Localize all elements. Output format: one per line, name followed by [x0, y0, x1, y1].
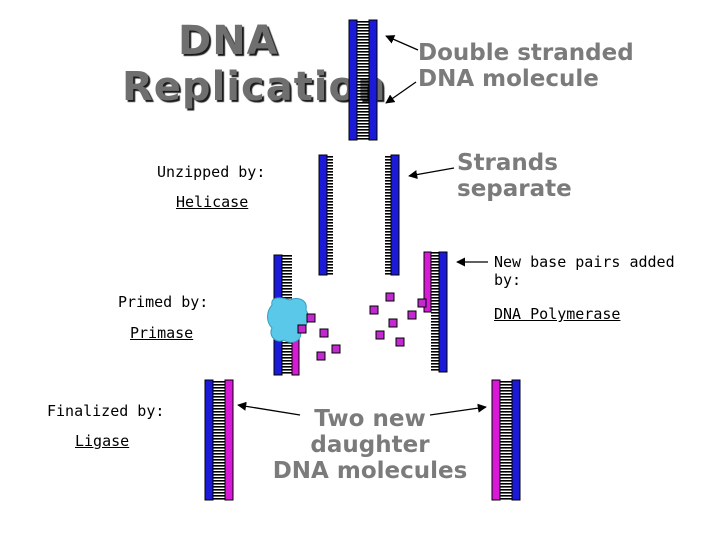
arrow-to-top-strand-upper	[385, 35, 419, 51]
label-two-new-line2: daughter	[310, 432, 430, 458]
label-two-new: Two new daughter DNA molecules	[270, 406, 470, 484]
label-double-stranded: Double stranded DNA molecule	[418, 40, 634, 92]
separated-strand-right	[385, 154, 400, 276]
arrow-to-daughter-right	[429, 403, 487, 416]
label-strands-separate-line2: separate	[457, 176, 572, 202]
ligase-link[interactable]: Ligase	[75, 432, 130, 450]
label-two-new-line1: Two new	[314, 406, 426, 432]
double-stranded-dna	[348, 19, 378, 141]
primed-by-label: Primed by:	[118, 293, 209, 311]
free-nucleotides	[297, 292, 427, 361]
primase-link[interactable]: Primase	[130, 324, 194, 342]
arrow-to-top-strand-lower	[385, 81, 417, 104]
title-line-replication: Replication	[122, 64, 387, 110]
separated-strand-left	[318, 154, 333, 276]
helicase-link[interactable]: Helicase	[176, 193, 249, 211]
unzipped-by-label: Unzipped by:	[157, 163, 266, 181]
daughter-dna-right	[491, 379, 521, 501]
finalized-by-label: Finalized by:	[47, 402, 165, 420]
primase-enzyme-blob	[267, 297, 309, 343]
title-line-dna: DNA	[178, 18, 279, 64]
label-double-stranded-line2: DNA molecule	[418, 66, 599, 92]
new-base-pairs-label: New base pairs added by:	[494, 253, 675, 289]
label-two-new-line3: DNA molecules	[272, 458, 468, 484]
arrow-to-daughter-left	[237, 401, 301, 416]
arrow-to-separated-strand	[408, 167, 455, 180]
daughter-dna-left	[204, 379, 234, 501]
label-strands-separate-line1: Strands	[457, 150, 558, 176]
label-double-stranded-line1: Double stranded	[418, 40, 634, 66]
label-strands-separate: Strands separate	[457, 150, 572, 202]
dna-polymerase-link[interactable]: DNA Polymerase	[494, 305, 621, 323]
replicating-strand-right	[423, 251, 448, 373]
